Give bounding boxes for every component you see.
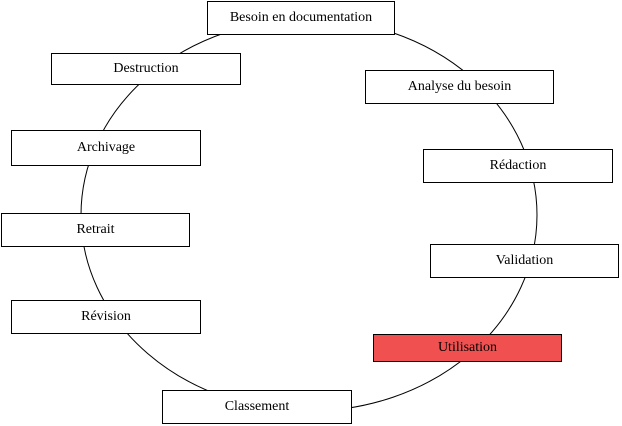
stage-archivage: Archivage — [11, 130, 201, 166]
stage-destruction: Destruction — [51, 53, 241, 85]
stage-label: Archivage — [76, 140, 136, 155]
stage-redaction: Rédaction — [423, 149, 613, 183]
stage-validation: Validation — [430, 244, 619, 278]
stage-label: Validation — [495, 253, 554, 268]
stage-label: Destruction — [113, 61, 179, 76]
stage-label: Rédaction — [489, 158, 547, 173]
stage-label: Analyse du besoin — [407, 79, 512, 94]
stage-label: Retrait — [76, 222, 115, 237]
stage-besoin-en-documentation: Besoin en documentation — [207, 1, 395, 35]
stage-label: Besoin en documentation — [229, 10, 373, 25]
stage-label: Révision — [81, 309, 131, 324]
stage-retrait: Retrait — [1, 213, 190, 247]
stage-analyse-du-besoin: Analyse du besoin — [365, 70, 554, 104]
stage-classement: Classement — [162, 390, 352, 424]
stage-revision: Révision — [11, 300, 201, 334]
stage-label: Utilisation — [437, 340, 498, 355]
stage-utilisation: Utilisation — [373, 334, 562, 362]
stage-label: Classement — [224, 399, 290, 414]
